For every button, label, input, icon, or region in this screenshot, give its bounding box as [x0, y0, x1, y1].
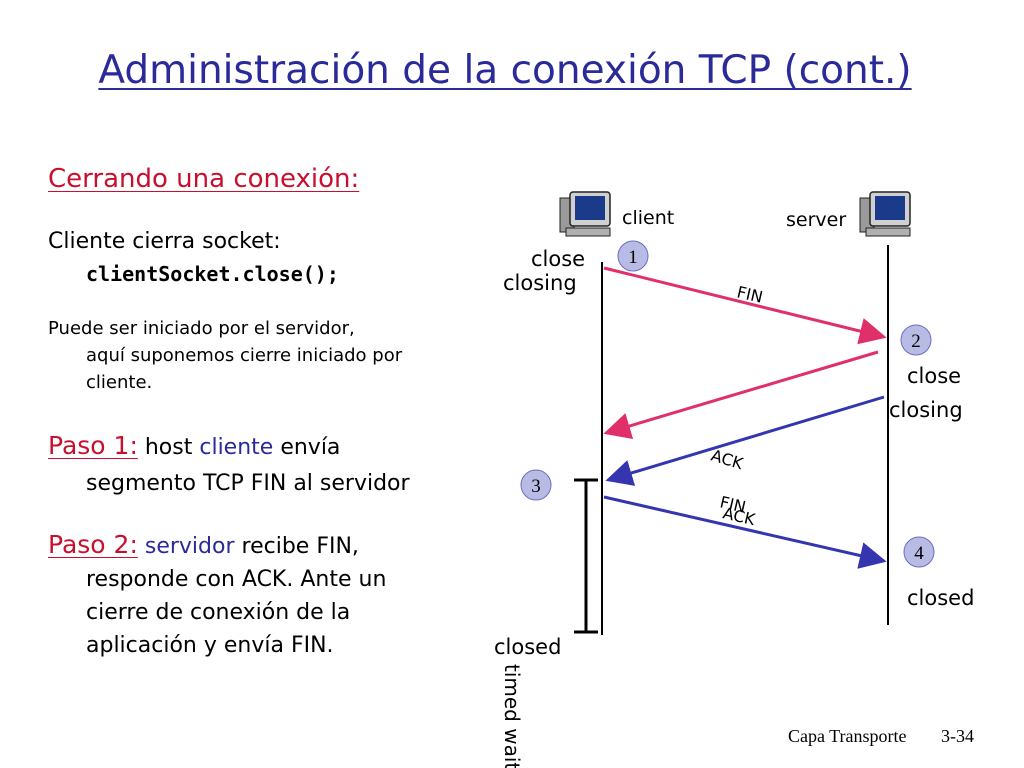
highlight-client: cliente: [199, 435, 274, 460]
code-snippet: clientSocket.close();: [86, 262, 339, 286]
step-1-label: Paso 1:: [48, 431, 138, 460]
bullet-text-line: aplicación y envía FIN.: [86, 633, 334, 658]
slide-title: Administración de la conexión TCP (cont.…: [98, 48, 912, 93]
section-heading: Cerrando una conexión:: [48, 164, 360, 194]
server-closed-label: closed: [907, 586, 974, 610]
ack-arrow-server-to-client: [605, 395, 885, 486]
bullet-text-line: aquí suponemos cierre iniciado por: [86, 345, 403, 366]
bullet-text: Cliente cierra socket:: [48, 229, 281, 254]
server-closing-label: closing: [889, 398, 963, 422]
bullet-step-2: Paso 2: servidor recibe FIN, responde co…: [48, 528, 508, 662]
server-computer-icon: [859, 191, 911, 237]
step-circle-1: 1: [617, 240, 649, 272]
server-close-label: close: [907, 364, 961, 388]
highlight-server: servidor: [144, 534, 235, 559]
step-2-label: Paso 2:: [48, 530, 138, 559]
bullet-server-may-initiate: Puede ser iniciado por el servidor, aquí…: [48, 315, 508, 396]
msg-fin-label: FIN: [735, 282, 765, 306]
fin-arrow-client-to-server: [603, 266, 887, 345]
bullet-text: recibe FIN,: [234, 534, 359, 559]
fin-arrow-server-to-client: [603, 350, 879, 440]
client-close-label: close: [531, 247, 585, 271]
client-closing-label: closing: [503, 271, 577, 295]
bullet-text-line: cliente.: [86, 372, 153, 393]
step-number: 2: [911, 331, 921, 352]
footer-text: Capa Transporte: [788, 726, 907, 746]
step-circle-2: 2: [900, 324, 932, 356]
server-label: server: [786, 209, 846, 231]
step-circle-3: 3: [520, 469, 552, 501]
client-computer-icon: [559, 191, 611, 237]
bullet-text: host: [137, 435, 200, 460]
bullet-text-line: responde con ACK. Ante un: [86, 567, 387, 592]
step-number: 1: [628, 247, 638, 268]
bullet-step-1: Paso 1: host cliente envía segmento TCP …: [48, 428, 508, 502]
step-number: 4: [914, 543, 924, 564]
timed-wait-bracket: [574, 478, 598, 634]
bullet-text: envía: [273, 435, 341, 460]
client-closed-label: closed: [494, 635, 561, 659]
msg-ack-label: ACK: [709, 446, 746, 474]
bullet-text-line: cierre de conexión de la: [86, 600, 351, 625]
ack-arrow-client-to-server: [603, 495, 887, 569]
step-circle-4: 4: [903, 536, 935, 568]
timed-wait-label: timed wait: [500, 664, 524, 768]
client-label: client: [622, 207, 674, 229]
footer-page-number: 3-34: [941, 726, 974, 746]
step-number: 3: [531, 476, 541, 497]
bullet-text: Puede ser iniciado por el servidor,: [48, 318, 355, 339]
bullet-client-closes: Cliente cierra socket: clientSocket.clos…: [48, 226, 508, 290]
bullet-text-line: segmento TCP FIN al servidor: [86, 471, 410, 496]
